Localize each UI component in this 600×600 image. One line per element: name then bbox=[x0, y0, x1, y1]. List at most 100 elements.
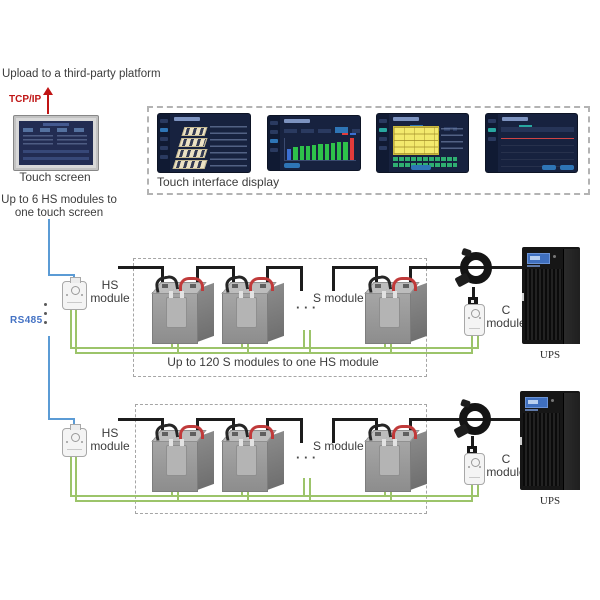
wire bbox=[196, 418, 234, 421]
hs-module bbox=[62, 424, 87, 457]
upload-arrow-line bbox=[47, 94, 49, 114]
wire bbox=[70, 310, 72, 349]
s-module-label: S module bbox=[313, 291, 364, 305]
legend-blue bbox=[350, 133, 356, 135]
display-screen-chart bbox=[268, 116, 360, 170]
wire bbox=[232, 418, 235, 436]
hs-module-label: HS module bbox=[90, 278, 130, 306]
screen-tabs bbox=[284, 126, 360, 133]
c-module bbox=[464, 453, 485, 485]
wire bbox=[477, 336, 479, 349]
wire bbox=[118, 266, 163, 269]
wire bbox=[70, 347, 478, 349]
wire bbox=[177, 488, 179, 502]
bar-chart bbox=[284, 138, 356, 161]
screen-sidebar bbox=[158, 114, 170, 172]
screen-title-bar bbox=[42, 123, 70, 126]
display-screen-waveform bbox=[377, 114, 468, 172]
c-module-label: C module bbox=[486, 452, 526, 480]
wire bbox=[384, 488, 386, 497]
green-cells-row bbox=[393, 157, 457, 161]
wire bbox=[471, 484, 473, 502]
legend-red bbox=[342, 133, 348, 135]
ellipsis-dot bbox=[44, 312, 47, 315]
screen-button bbox=[560, 165, 574, 170]
s-module-label: S module bbox=[313, 439, 364, 453]
s-module-ellipsis: · · · bbox=[296, 300, 317, 315]
wire bbox=[309, 330, 311, 354]
battery bbox=[221, 274, 285, 344]
screen-sidebar bbox=[486, 114, 498, 172]
wire bbox=[332, 266, 335, 291]
wire bbox=[390, 488, 392, 502]
screen-button bbox=[284, 163, 300, 168]
upload-label: Upload to a third-party platform bbox=[2, 68, 161, 80]
records-table bbox=[501, 127, 574, 167]
touch-screen-device bbox=[13, 115, 99, 171]
ellipsis-dot bbox=[44, 321, 47, 324]
wire bbox=[472, 287, 475, 299]
wire bbox=[266, 418, 302, 421]
s-module-device bbox=[379, 439, 400, 476]
ellipsis-dot bbox=[44, 303, 47, 306]
ups-display bbox=[527, 253, 550, 264]
s-module-device bbox=[379, 291, 400, 328]
battery-rack-illustration bbox=[172, 127, 208, 169]
wire bbox=[196, 266, 199, 284]
wire bbox=[75, 310, 77, 354]
hs-module-label: HS module bbox=[90, 426, 130, 454]
wire bbox=[384, 340, 386, 349]
yellow-grid-chart bbox=[393, 126, 439, 155]
c-module-label: C module bbox=[486, 303, 526, 331]
display-screen-rack bbox=[158, 114, 250, 172]
wire bbox=[196, 266, 234, 269]
wire bbox=[48, 274, 75, 276]
wire bbox=[161, 418, 164, 436]
wire bbox=[303, 478, 305, 497]
display-screen-records bbox=[486, 114, 577, 172]
wire bbox=[171, 340, 173, 349]
rs485-label: RS485 bbox=[10, 315, 43, 326]
c-module bbox=[464, 304, 485, 336]
wire bbox=[332, 418, 335, 443]
wire bbox=[309, 478, 311, 502]
ups-tower bbox=[522, 247, 580, 344]
upload-arrow-icon bbox=[43, 87, 53, 95]
current-transformer-icon bbox=[454, 247, 493, 288]
ups-label: UPS bbox=[539, 349, 561, 361]
ups-label: UPS bbox=[539, 495, 561, 507]
wire bbox=[48, 418, 75, 420]
wire bbox=[75, 457, 77, 502]
battery bbox=[151, 274, 215, 344]
ups-tower bbox=[520, 391, 580, 490]
wire bbox=[390, 340, 392, 354]
wire bbox=[177, 340, 179, 354]
wire bbox=[300, 266, 303, 291]
display-panel-box bbox=[147, 106, 590, 195]
touch-screen-display bbox=[19, 121, 93, 165]
wire bbox=[247, 340, 249, 354]
wire bbox=[75, 352, 473, 354]
wire bbox=[48, 336, 50, 420]
battery bbox=[221, 422, 285, 492]
hs-module bbox=[62, 277, 87, 310]
battery bbox=[364, 274, 428, 344]
wire bbox=[332, 266, 377, 269]
wire bbox=[48, 219, 50, 276]
data-table bbox=[210, 126, 247, 168]
wire bbox=[241, 488, 243, 497]
wire bbox=[303, 330, 305, 349]
s-module-device bbox=[166, 439, 187, 476]
wire bbox=[266, 266, 302, 269]
battery bbox=[151, 422, 215, 492]
wire bbox=[332, 418, 377, 421]
screen-button bbox=[542, 165, 556, 170]
ups-display bbox=[525, 397, 548, 408]
touch-screen-label: Touch screen bbox=[19, 170, 91, 184]
row1-capacity-note: Up to 120 S modules to one HS module bbox=[167, 355, 379, 369]
s-module-device bbox=[166, 291, 187, 328]
wire bbox=[375, 266, 378, 284]
wire bbox=[118, 418, 163, 421]
wire bbox=[73, 418, 75, 428]
